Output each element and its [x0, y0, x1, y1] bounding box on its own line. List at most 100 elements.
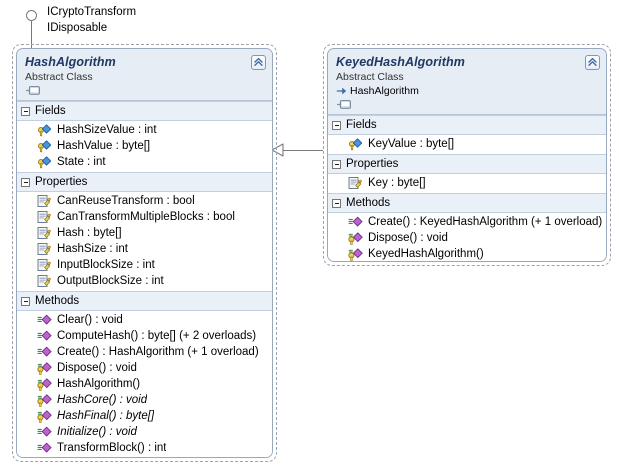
- member-row[interactable]: CanTransformMultipleBlocks : bool: [17, 209, 272, 225]
- collapse-minus-icon[interactable]: [21, 106, 30, 116]
- compartment-label: Methods: [35, 295, 80, 307]
- member-label: Hash : byte[]: [57, 227, 122, 239]
- member-row[interactable]: TransformBlock() : int: [17, 440, 272, 456]
- member-label: KeyedHashAlgorithm(): [368, 248, 484, 260]
- member-row[interactable]: ComputeHash() : byte[] (+ 2 overloads): [17, 328, 272, 344]
- method-public-icon: [37, 441, 52, 455]
- member-label: HashValue : byte[]: [57, 140, 151, 152]
- property-public-icon: [37, 210, 52, 224]
- base-class-label: HashAlgorithm: [350, 85, 419, 97]
- member-label: Dispose() : void: [57, 362, 137, 374]
- method-public-icon: [37, 457, 52, 458]
- method-public-icon: [37, 313, 52, 327]
- member-row[interactable]: KeyValue : byte[]: [328, 136, 606, 152]
- member-row[interactable]: HashValue : byte[]: [17, 138, 272, 154]
- compartment-label: Properties: [346, 158, 399, 170]
- property-public-icon: [37, 194, 52, 208]
- class-title: HashAlgorithm: [25, 55, 116, 69]
- member-label: TransformFinalBlock() : byte[]: [57, 456, 207, 457]
- compartment-header-fields[interactable]: Fields: [17, 101, 272, 121]
- member-label: Create() : KeyedHashAlgorithm (+ 1 overl…: [368, 216, 603, 228]
- compartment-label: Fields: [35, 105, 66, 117]
- member-row[interactable]: Dispose() : void: [17, 360, 272, 376]
- interface-label-idisposable: IDisposable: [47, 22, 108, 34]
- method-public-icon: [37, 345, 52, 359]
- inheritance-connector-line[interactable]: [283, 149, 323, 151]
- chevron-up-double-icon: [587, 56, 598, 70]
- member-label: CanTransformMultipleBlocks : bool: [57, 211, 235, 223]
- interface-lollipop-icon[interactable]: [26, 10, 37, 21]
- member-row[interactable]: OutputBlockSize : int: [17, 273, 272, 289]
- interface-chip-icon[interactable]: [336, 99, 352, 110]
- property-public-icon: [37, 226, 52, 240]
- member-row[interactable]: HashAlgorithm(): [17, 376, 272, 392]
- property-public-icon: [37, 274, 52, 288]
- member-row[interactable]: State : int: [17, 154, 272, 170]
- member-row[interactable]: InputBlockSize : int: [17, 257, 272, 273]
- member-label: Dispose() : void: [368, 232, 448, 244]
- compartment-header-methods[interactable]: Methods: [328, 193, 606, 213]
- method-public-icon: [348, 215, 363, 229]
- field-protected-icon: [37, 139, 52, 153]
- member-row[interactable]: Dispose() : void: [328, 230, 606, 246]
- field-protected-icon: [37, 123, 52, 137]
- collapse-minus-icon[interactable]: [332, 198, 341, 208]
- member-label: OutputBlockSize : int: [57, 275, 164, 287]
- member-label: HashCore() : void: [57, 394, 148, 406]
- collapse-minus-icon[interactable]: [21, 296, 30, 306]
- member-label: HashSizeValue : int: [57, 124, 157, 136]
- compartment-header-properties[interactable]: Properties: [328, 154, 606, 174]
- member-row[interactable]: TransformFinalBlock() : byte[]: [17, 456, 272, 458]
- collapse-minus-icon[interactable]: [332, 120, 341, 130]
- member-row[interactable]: Clear() : void: [17, 312, 272, 328]
- base-class-row[interactable]: HashAlgorithm: [336, 84, 598, 98]
- member-label: HashSize : int: [57, 243, 128, 255]
- method-protected-icon: [37, 377, 52, 391]
- interface-lollipop-stem: [31, 21, 33, 49]
- compartment-header-fields[interactable]: Fields: [328, 115, 606, 135]
- field-protected-icon: [37, 155, 52, 169]
- member-label: CanReuseTransform : bool: [57, 195, 195, 207]
- class-stereotype: Abstract Class: [336, 71, 404, 83]
- base-class-arrow-icon: [336, 86, 347, 96]
- class-stereotype: Abstract Class: [25, 71, 93, 83]
- interface-label-icryptotransform: ICryptoTransform: [47, 6, 137, 18]
- member-label: Clear() : void: [57, 314, 123, 326]
- method-protected-icon: [37, 393, 52, 407]
- collapse-minus-icon[interactable]: [332, 159, 341, 169]
- member-row[interactable]: CanReuseTransform : bool: [17, 193, 272, 209]
- compartment-label: Fields: [346, 119, 377, 131]
- member-row[interactable]: HashCore() : void: [17, 392, 272, 408]
- class-title: KeyedHashAlgorithm: [336, 55, 465, 69]
- member-row[interactable]: HashSizeValue : int: [17, 122, 272, 138]
- compartment-label: Methods: [346, 197, 391, 209]
- member-label: KeyValue : byte[]: [368, 138, 455, 150]
- property-public-icon: [37, 258, 52, 272]
- member-row[interactable]: Create() : HashAlgorithm (+ 1 overload): [17, 344, 272, 360]
- chevron-up-double-icon: [253, 56, 264, 70]
- member-row[interactable]: Create() : KeyedHashAlgorithm (+ 1 overl…: [328, 214, 606, 230]
- collapse-button[interactable]: [585, 55, 600, 70]
- member-label: HashAlgorithm(): [57, 378, 141, 390]
- member-row[interactable]: HashSize : int: [17, 241, 272, 257]
- member-row[interactable]: Key : byte[]: [328, 175, 606, 191]
- property-public-icon: [348, 176, 363, 190]
- member-label: Initialize() : void: [57, 426, 137, 438]
- collapse-minus-icon[interactable]: [21, 177, 30, 187]
- collapse-button[interactable]: [251, 55, 266, 70]
- compartment-label: Properties: [35, 176, 88, 188]
- member-row[interactable]: KeyedHashAlgorithm(): [328, 246, 606, 261]
- interface-chip-icon[interactable]: [25, 85, 41, 96]
- method-protected-icon: [348, 247, 363, 261]
- member-row[interactable]: HashFinal() : byte[]: [17, 408, 272, 424]
- compartment-header-properties[interactable]: Properties: [17, 172, 272, 192]
- member-row[interactable]: Initialize() : void: [17, 424, 272, 440]
- method-protected-icon: [37, 409, 52, 423]
- compartment-header-methods[interactable]: Methods: [17, 291, 272, 311]
- member-row[interactable]: Hash : byte[]: [17, 225, 272, 241]
